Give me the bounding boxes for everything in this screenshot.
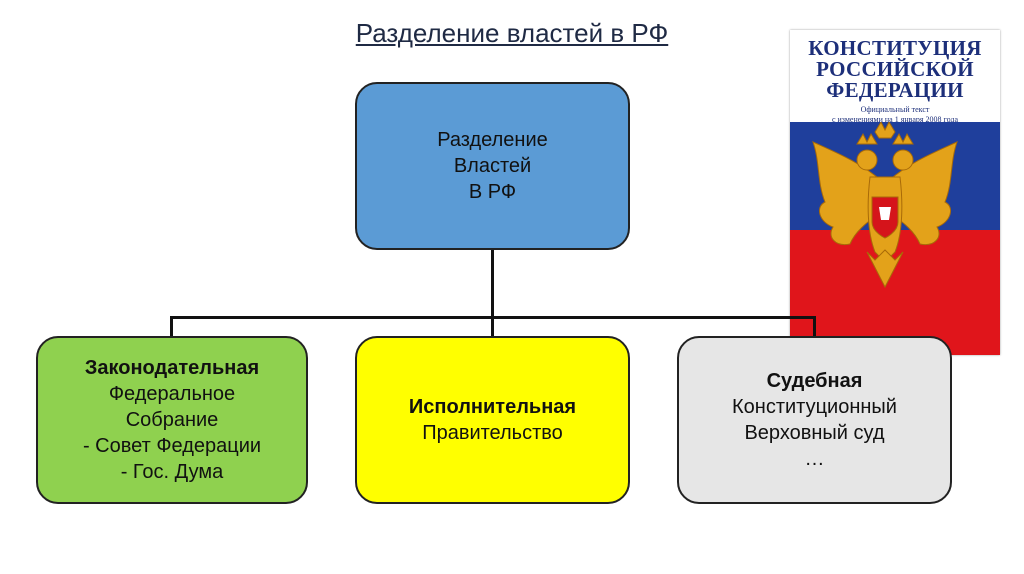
double-headed-eagle-emblem-icon [812,122,958,289]
page-title: Разделение властей в РФ [355,18,669,48]
legislative-line: - Совет Федерации [82,435,262,457]
book-subtitle-line: Официальный текст [860,105,930,114]
connector-line-center [491,316,494,336]
judicial-line: Верховный суд [744,422,885,444]
root-line: Властей [453,155,532,177]
book-cover-white-stripe: КОНСТИТУЦИЯ РОССИЙСКОЙ ФЕДЕРАЦИИ Официал… [790,30,1000,125]
connector-line-right [813,316,816,336]
book-subtitle: Официальный текст с изменениями на 1 янв… [790,105,1000,125]
legislative-line: Собрание [125,409,219,431]
root-box-separation-of-powers: Разделение Властей В РФ [355,82,630,250]
book-subtitle-line: с изменениями на 1 января 2008 года [831,115,959,124]
book-title: КОНСТИТУЦИЯ РОССИЙСКОЙ ФЕДЕРАЦИИ [790,30,1000,101]
legislative-line: Федеральное [108,383,236,405]
root-line: В РФ [468,181,517,203]
constitution-book-cover: КОНСТИТУЦИЯ РОССИЙСКОЙ ФЕДЕРАЦИИ Официал… [790,30,1000,355]
book-title-line: ФЕДЕРАЦИИ [826,78,964,102]
connector-line-left [170,316,173,336]
legislative-line: - Гос. Дума [120,461,224,483]
executive-branch-box: Исполнительная Правительство [355,336,630,504]
connector-line-vertical-root [491,250,494,318]
judicial-line: … [804,448,825,470]
judicial-line: Конституционный [732,396,897,418]
root-line: Разделение [437,129,548,151]
book-title-line: КОНСТИТУЦИЯ [808,36,982,60]
legislative-branch-box: Законодательная Федеральное Собрание - С… [36,336,308,504]
executive-line: Правительство [422,422,563,444]
judicial-heading: Судебная [766,370,863,392]
executive-heading: Исполнительная [408,396,577,418]
judicial-branch-box: Судебная Конституционный Верховный суд … [677,336,952,504]
book-title-line: РОССИЙСКОЙ [816,57,974,81]
legislative-heading: Законодательная [84,357,260,379]
